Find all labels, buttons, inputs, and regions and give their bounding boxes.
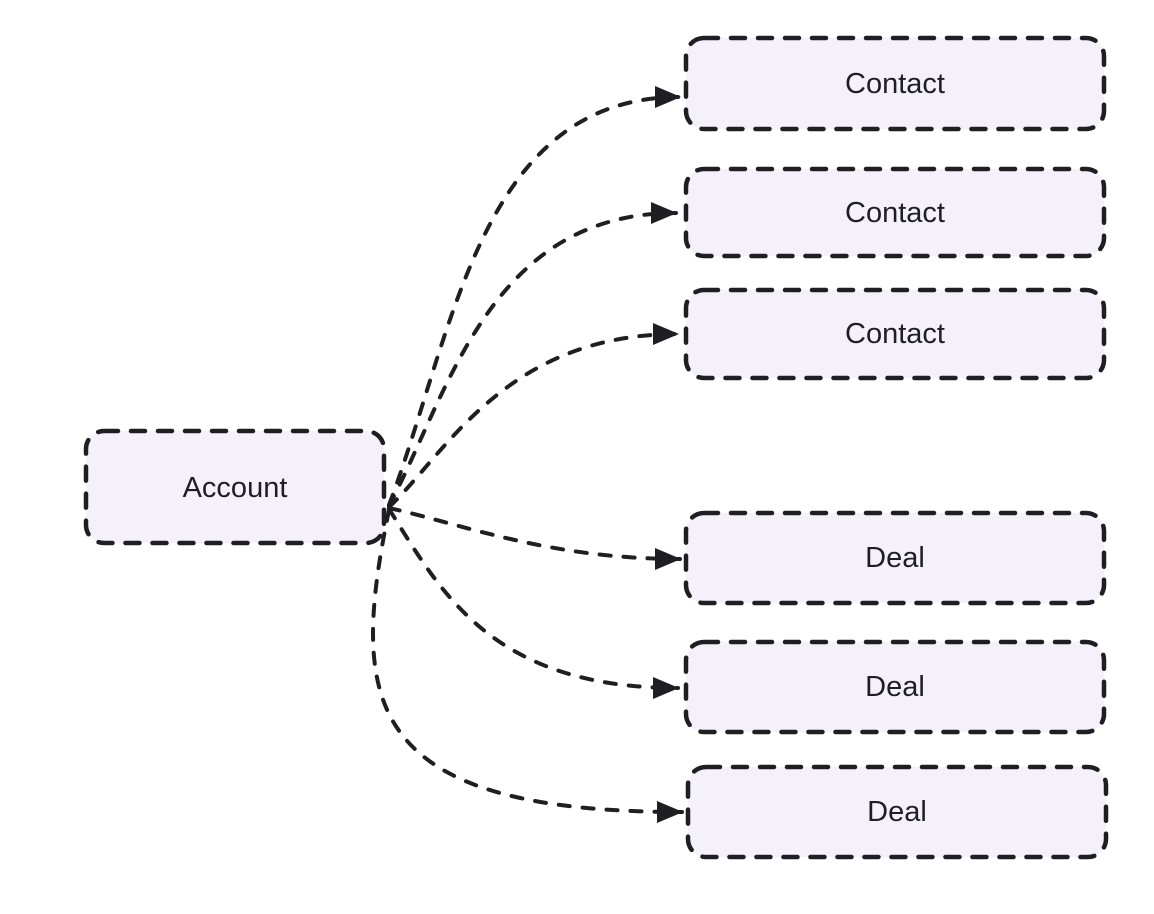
node-contact-3-box bbox=[683, 287, 1107, 381]
node-contact-1: Contact bbox=[683, 35, 1107, 132]
node-deal-3-box bbox=[685, 764, 1109, 860]
node-contact-2: Contact bbox=[683, 166, 1107, 259]
node-contact-3: Contact bbox=[683, 287, 1107, 381]
node-deal-3: Deal bbox=[685, 764, 1109, 860]
node-deal-1-label: Deal bbox=[865, 542, 925, 574]
edge-account-to-contact-2 bbox=[387, 202, 678, 508]
node-deal-1-box bbox=[683, 510, 1107, 606]
node-contact-1-label: Contact bbox=[845, 68, 945, 100]
node-contact-2-box bbox=[683, 166, 1107, 259]
edge-account-to-deal-3 bbox=[371, 508, 684, 823]
edge-account-to-contact-3 bbox=[387, 323, 680, 509]
node-account: Account bbox=[83, 428, 387, 546]
edge-account-to-deal-2 bbox=[387, 507, 680, 699]
node-contact-2-label: Contact bbox=[845, 197, 945, 229]
edge-group bbox=[371, 86, 684, 823]
node-deal-3-label: Deal bbox=[867, 796, 927, 828]
node-account-label: Account bbox=[183, 472, 288, 504]
node-contact-1-box bbox=[683, 35, 1107, 132]
node-deal-2-box bbox=[683, 639, 1107, 735]
edge-account-to-deal-1 bbox=[387, 506, 682, 570]
node-deal-2: Deal bbox=[683, 639, 1107, 735]
edge-account-to-contact-1 bbox=[387, 86, 682, 507]
node-deal-2-label: Deal bbox=[865, 671, 925, 703]
node-account-box bbox=[83, 428, 387, 546]
node-contact-3-label: Contact bbox=[845, 318, 945, 350]
node-deal-1: Deal bbox=[683, 510, 1107, 606]
